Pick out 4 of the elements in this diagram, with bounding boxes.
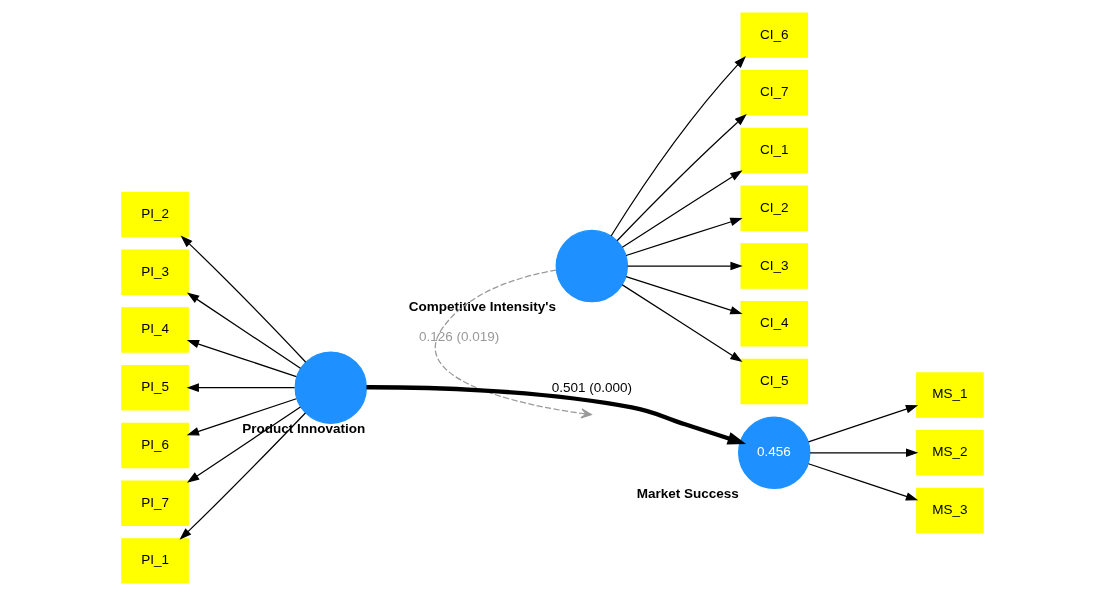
- edge-label: 0.126 (0.019): [418, 328, 500, 344]
- edge-label: 0.501 (0.000): [551, 380, 632, 396]
- node-label: Competitive Intensity's: [408, 299, 557, 315]
- node-label: Market Success: [636, 486, 739, 501]
